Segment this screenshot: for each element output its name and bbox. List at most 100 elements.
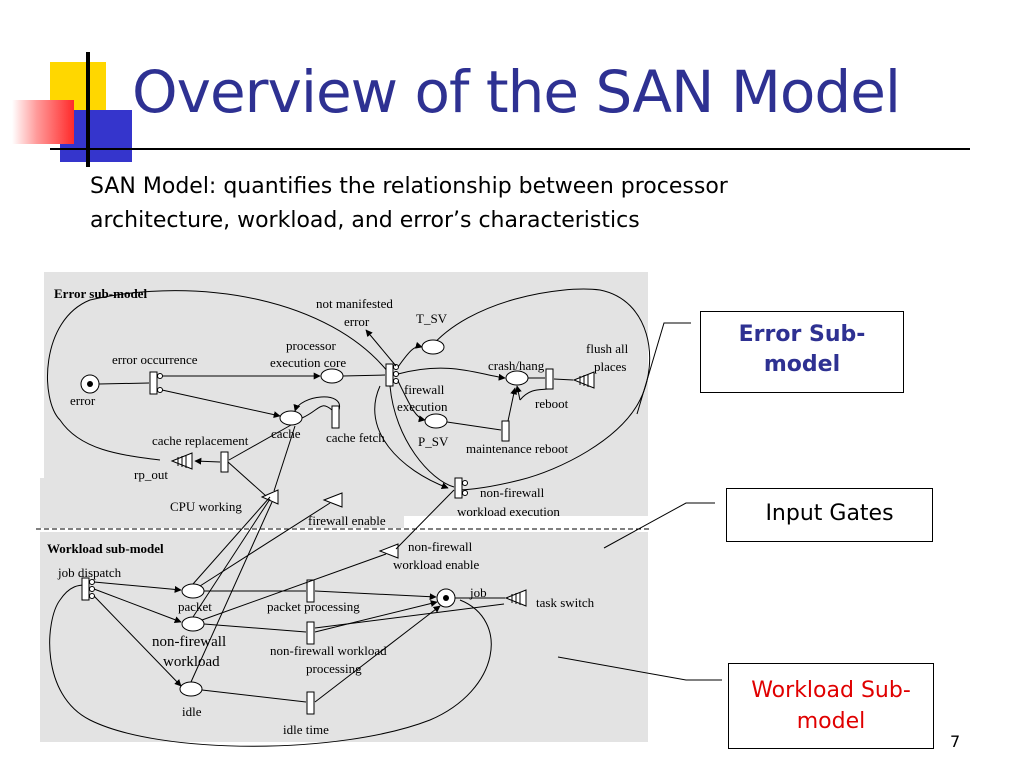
label-error: error [70,393,96,408]
label-firewall-exec-2: execution [397,399,448,414]
label-idle: idle [182,704,202,719]
error-token [87,381,93,387]
label-nonfw-processing-2: processing [306,661,362,676]
output-gate-task-switch [504,589,527,607]
workload-submodel-label: Workload sub-model [47,541,164,556]
callout-workload-line-1: Workload Sub- [751,678,911,703]
label-job: job [469,585,487,600]
place-cache [279,410,303,426]
arc-processing-to-job [314,590,437,601]
workload-loop-arc [49,584,492,747]
arc-p-sv-to-maint [446,421,502,431]
place-p-sv [424,413,448,429]
arc-to-crash [397,367,506,381]
case-8 [89,579,95,585]
subtitle-line-1: SAN Model: quantifies the relationship b… [90,174,728,199]
label-nonfw-workload-2: workload [163,654,220,670]
place-crash-hang [505,370,529,386]
page-number: 7 [950,732,961,751]
label-t-sv: T_SV [416,311,448,326]
arc-not-manifested [365,329,397,367]
place-idle [179,681,203,697]
label-error-occurrence: error occurrence [112,352,198,367]
leader-error-submodel [636,322,691,415]
arc-to-task-switch [314,603,505,629]
arc-to-rp-out [194,457,221,465]
label-p-sv: P_SV [418,434,449,449]
callout-error-submodel: Error Sub- model [700,311,904,393]
label-nonfw-exec-2: workload execution [457,504,560,519]
case-4 [393,371,399,377]
label-maintenance-reboot: maintenance reboot [466,441,569,456]
error-loop-arc [47,290,389,461]
label-nonfw-workload-1: non-firewall [152,634,226,650]
arc-packet-to-cpu-gate [192,496,271,585]
activity-maintenance-reboot [501,420,510,442]
leader-input-gates [603,502,715,549]
logo-red-block [12,100,74,144]
label-idle-time: idle time [283,722,329,737]
arc-to-nonfw-workload [93,588,182,624]
arc-core-to-exec [342,374,386,377]
label-processor-1: processor [286,338,336,353]
arc-maint-to-crash [507,387,518,422]
arc-reboot [519,388,549,401]
arc-fetch-loop [293,396,340,412]
label-packet-processing: packet processing [267,599,360,614]
label-nonfw-enable-1: non-firewall [408,539,473,554]
label-rp-out: rp_out [134,467,168,482]
label-processor-2: execution core [270,355,346,370]
callout-error-line-1: Error Sub- [738,322,866,347]
label-packet: packet [178,599,212,614]
activity-core-exec [385,363,394,387]
subtitle-line-2: architecture, workload, and error’s char… [90,208,640,233]
label-not-manifested-1: not manifested [316,296,393,311]
arc-replacement-to-cpu [227,461,267,497]
activity-crash [545,368,554,390]
leader-workload-submodel [557,656,722,681]
case-9 [89,586,95,592]
arc-to-flush [553,378,574,381]
arc-packet-to-fw-gate [199,502,331,587]
arc-idle-time-to-job [314,605,441,703]
label-firewall-enable: firewall enable [308,513,386,528]
arc-cpu-gate-to-cache [273,425,296,492]
arc-nonfw-gate-to-exec [395,489,455,550]
activity-non-firewall-processing [306,621,315,645]
label-cache: cache [271,426,301,441]
activity-job-dispatch [81,577,90,601]
label-nonfw-processing-1: non-firewall workload [270,643,387,658]
case-7 [462,490,468,496]
label-not-manifested-2: error [344,314,370,329]
label-nonfw-exec-1: non-firewall [480,485,545,500]
logo-vertical-rule [86,52,90,167]
arc-exec-to-nonfw-2 [374,385,449,490]
activity-cache-replacement [220,451,229,473]
output-gate-rp-out [170,452,193,470]
arc-to-idle [93,595,182,687]
arc-cache-to-replacement [228,424,292,461]
case-5 [393,378,399,384]
label-flush-1: flush all [586,341,629,356]
arc-error-to-occurrence [98,382,150,385]
arc-nonfw-to-cpu-gate [192,498,271,618]
label-task-switch: task switch [536,595,595,610]
arc-cache-to-fetch [301,405,333,419]
arc-to-packet [93,581,182,593]
place-t-sv [421,339,445,355]
callout-workload-line-2: model [796,709,866,734]
page-title: Overview of the SAN Model [132,58,901,126]
activity-error-occurrence [149,371,158,395]
input-gate-firewall-enable [322,492,343,508]
callout-error-line-2: model [763,352,841,377]
mid-panel-bg [40,478,404,528]
label-job-dispatch: job dispatch [57,565,122,580]
case-1 [157,373,163,379]
arc-to-t-sv [397,341,423,368]
label-cache-fetch: cache fetch [326,430,385,445]
case-2 [157,387,163,393]
title-underline [50,148,970,150]
job-token [443,595,449,601]
case-6 [462,480,468,486]
